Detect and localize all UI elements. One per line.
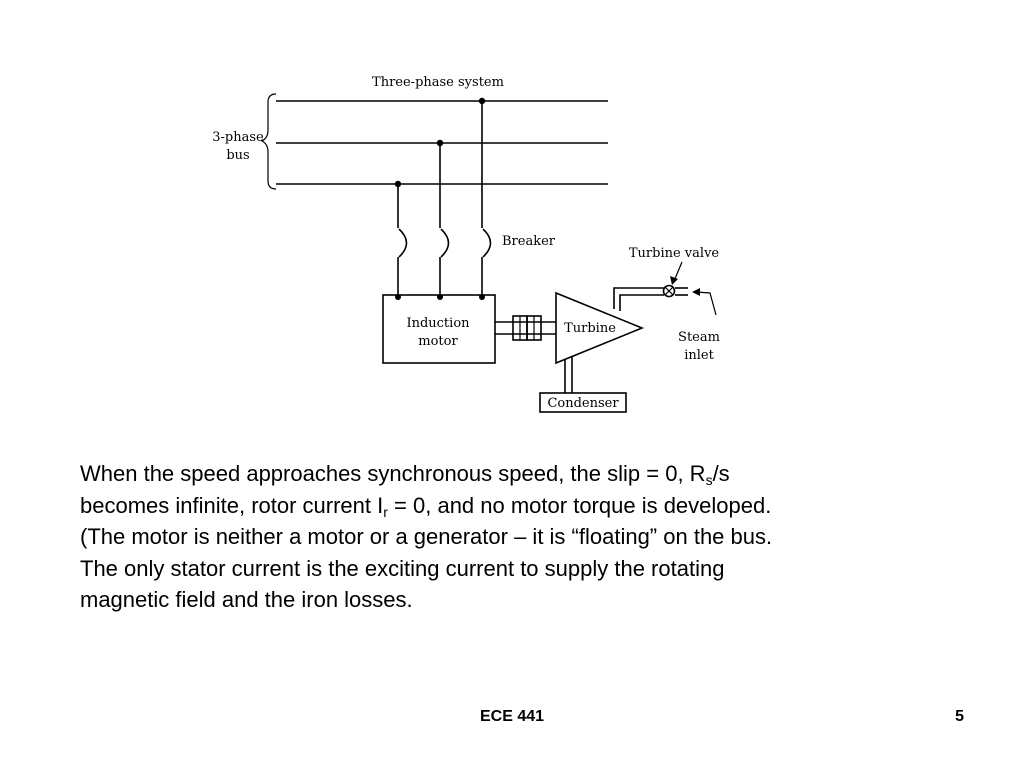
subscript: r	[383, 503, 388, 520]
turbine-valve-label: Turbine valve	[629, 246, 720, 261]
arrow-head	[670, 276, 678, 285]
steam-pipe	[619, 294, 664, 311]
steam-label-line2: inlet	[684, 348, 714, 363]
footer-course-title: ECE 441	[479, 708, 545, 725]
subscript: s	[705, 472, 713, 488]
steam-label-line1: Steam	[678, 330, 720, 345]
bus-label-line1: 3-phase	[212, 130, 264, 145]
text-segment: becomes infinite, rotor current I	[80, 492, 384, 518]
bus-label-line2: bus	[226, 148, 249, 163]
breaker-arc	[440, 228, 450, 258]
breaker-label: Breaker	[502, 234, 556, 249]
explanation-line: becomes infinite, rotor current Ir = 0, …	[80, 490, 960, 522]
explanation-line: magnetic field and the iron losses.	[80, 587, 413, 612]
turbine-valve-symbol	[664, 286, 674, 296]
three-phase-diagram: Three-phase system 3-phase bus Breaker I…	[212, 75, 720, 413]
turbine-triangle	[555, 291, 645, 365]
condenser-box	[539, 392, 627, 413]
motor-label-line1: Induction	[406, 316, 470, 331]
turbine-label: Turbine	[564, 321, 616, 336]
breaker-arc	[398, 228, 408, 258]
motor-label-line2: motor	[418, 334, 458, 349]
explanation-line: The only stator current is the exciting …	[80, 555, 725, 581]
text-segment: = 0, and no motor torque is developed.	[387, 492, 772, 518]
diagram-title: Three-phase system	[372, 75, 504, 90]
breaker-arc	[482, 228, 492, 258]
page-number: 5	[955, 708, 964, 725]
text-segment: /s	[712, 461, 730, 486]
condenser-label: Condenser	[547, 396, 619, 411]
steam-pipe	[613, 287, 664, 309]
explanation-line: (The motor is neither a motor or a gener…	[80, 524, 773, 549]
valve-pointer-arrow	[673, 261, 683, 282]
text-segment: When the speed approaches synchronous sp…	[80, 461, 706, 486]
steam-inlet-arrow	[695, 291, 717, 316]
explanation-line: When the speed approaches synchronous sp…	[80, 458, 960, 490]
induction-motor-box	[382, 294, 496, 364]
turbine-valve-symbol	[662, 284, 676, 298]
arrow-head	[692, 288, 700, 296]
bus-brace	[260, 93, 277, 190]
explanation-paragraph: When the speed approaches synchronous sp…	[80, 458, 960, 616]
